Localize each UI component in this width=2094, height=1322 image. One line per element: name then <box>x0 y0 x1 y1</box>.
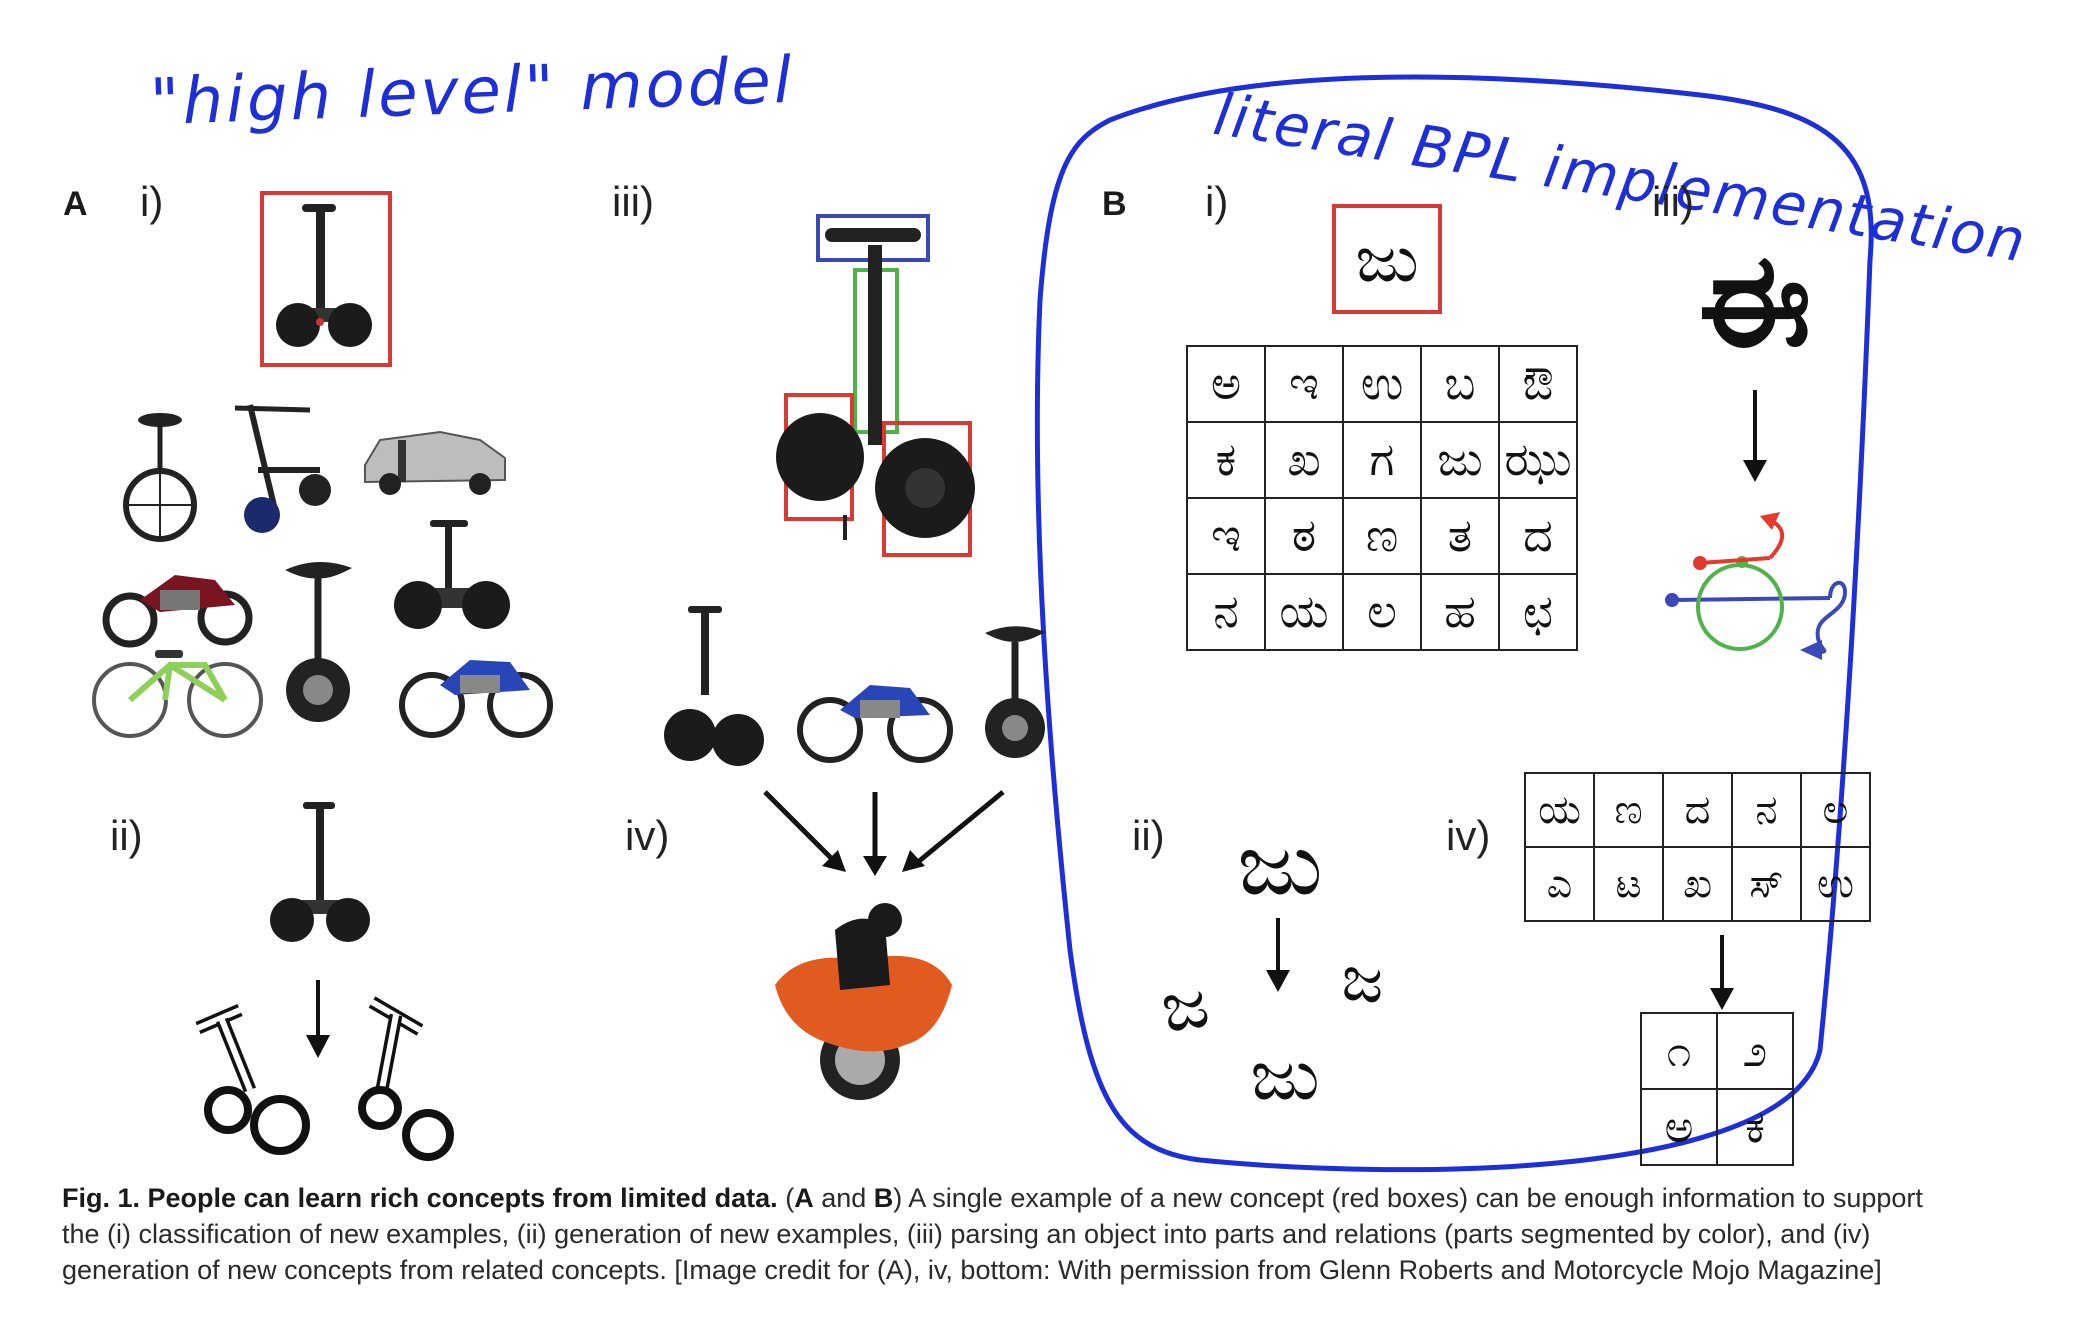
classification-grid-cell: ಹ <box>1420 573 1500 651</box>
segway-parsed-icon <box>776 214 975 557</box>
classification-grid-cell: ಔ <box>1498 345 1578 423</box>
panel-a-label-ii: ii) <box>110 812 143 859</box>
classification-grid-cell: ಕ <box>1186 421 1266 499</box>
character-strokes-icon <box>1665 512 1848 660</box>
related-grid-cell: ನ <box>1731 772 1802 848</box>
related-grid-cell: ಸ್ <box>1731 846 1802 922</box>
related-grid-cell: ಟ <box>1593 846 1664 922</box>
example-character-box <box>1332 204 1442 314</box>
panel-a-label-iv: iv) <box>625 812 670 859</box>
classification-grid-cell: ಗ <box>1342 421 1422 499</box>
panel-b-label-iii: iii) <box>1652 178 1694 225</box>
classification-grid-cell: ದ <box>1498 497 1578 575</box>
generated-character-3: ಜು <box>1250 1034 1320 1116</box>
scooter-icon <box>234 404 331 533</box>
classification-grid-cell: ಉ <box>1342 345 1422 423</box>
panel-a-label-iii: iii) <box>612 178 654 225</box>
new-concepts-grid-cell: ಅ <box>1640 1088 1718 1166</box>
motorcycle-blue-icon <box>399 660 553 738</box>
classification-grid-cell: ಲ <box>1342 573 1422 651</box>
related-grid-cell: ಲ <box>1800 772 1871 848</box>
arrow-down-icon <box>306 980 330 1058</box>
figure-graphics <box>92 74 1874 1173</box>
classification-grid-cell: ಬ <box>1420 345 1500 423</box>
new-concepts-grid-cell: ೨ <box>1716 1012 1794 1090</box>
classification-grid-cell: ಝು <box>1498 421 1578 499</box>
related-grid-cell: ದ <box>1662 772 1733 848</box>
bicycle-green-icon <box>92 650 263 738</box>
muscle-car-icon <box>364 430 506 495</box>
segway-sketch-2-icon <box>358 996 454 1161</box>
classification-grid-cell: ಇ <box>1186 497 1266 575</box>
segway-related-icon <box>664 606 764 766</box>
arrow-down-parse-icon <box>1743 390 1767 482</box>
motorcycle-red-icon <box>102 575 253 648</box>
caption-panel-b: B <box>873 1183 894 1213</box>
arrow-down-new-concept-icon <box>1710 935 1734 1010</box>
panel-b-label-iv: iv) <box>1446 812 1491 859</box>
example-character: ಜು <box>1355 223 1419 297</box>
caption-panel-a: A <box>794 1183 814 1213</box>
classification-grid-cell: ಜು <box>1420 421 1500 499</box>
generated-character-2: ಜ <box>1337 940 1389 1020</box>
caption-paren-open: ( <box>777 1183 795 1213</box>
segway-example-icon <box>260 191 392 367</box>
segway-sketch-1-icon <box>195 1004 310 1155</box>
related-grid-cell: ಉ <box>1800 846 1871 922</box>
new-vehicle-icon <box>775 903 952 1100</box>
parse-character: ಈ <box>1698 224 1812 376</box>
panel-b-letter: B <box>1102 185 1127 223</box>
caption-and: and <box>813 1183 874 1213</box>
related-grid-cell: ಎ <box>1524 846 1595 922</box>
classification-grid-cell: ಠ <box>1264 497 1344 575</box>
unicycle-related-icon <box>985 626 1045 758</box>
new-concepts-grid-cell: ೧ <box>1640 1012 1718 1090</box>
panel-b-label-i: i) <box>1205 178 1229 225</box>
classification-grid-cell: ನ <box>1186 573 1266 651</box>
generated-character-1: ಜ <box>1155 961 1214 1049</box>
segway-generation-source-icon <box>270 802 370 942</box>
classification-grid-cell: ಖ <box>1264 421 1344 499</box>
caption-body: ) A single example of a new concept (red… <box>62 1183 1923 1285</box>
related-grid-cell: ಖ <box>1662 846 1733 922</box>
unicycle-seat-icon <box>285 561 352 722</box>
generation-source-character: ಜು <box>1237 815 1323 915</box>
panel-b-label-ii: ii) <box>1132 812 1165 859</box>
panel-a-letter: A <box>63 185 88 223</box>
panel-a-label-i: i) <box>140 178 164 225</box>
classification-grid-cell: ಣ <box>1342 497 1422 575</box>
classification-grid-cell: ತ <box>1420 497 1500 575</box>
related-grid-cell: ಯ <box>1524 772 1595 848</box>
classification-grid-cell: ಛ <box>1498 573 1578 651</box>
arrow-down-generation-icon <box>1266 918 1290 992</box>
motorcycle-related-icon <box>797 685 953 763</box>
figure-caption: Fig. 1. People can learn rich concepts f… <box>62 1180 1942 1288</box>
classification-grid-cell: ಇ <box>1264 345 1344 423</box>
classification-grid-cell: ಯ <box>1264 573 1344 651</box>
arrows-converge-icon <box>763 790 1005 876</box>
caption-lead: Fig. 1. People can learn rich concepts f… <box>62 1183 778 1213</box>
unicycle-icon <box>123 413 197 542</box>
classification-grid-cell: ಅ <box>1186 345 1266 423</box>
new-concepts-grid-cell: ಕ <box>1716 1088 1794 1166</box>
related-grid-cell: ಣ <box>1593 772 1664 848</box>
segway-collage-icon <box>394 520 510 629</box>
